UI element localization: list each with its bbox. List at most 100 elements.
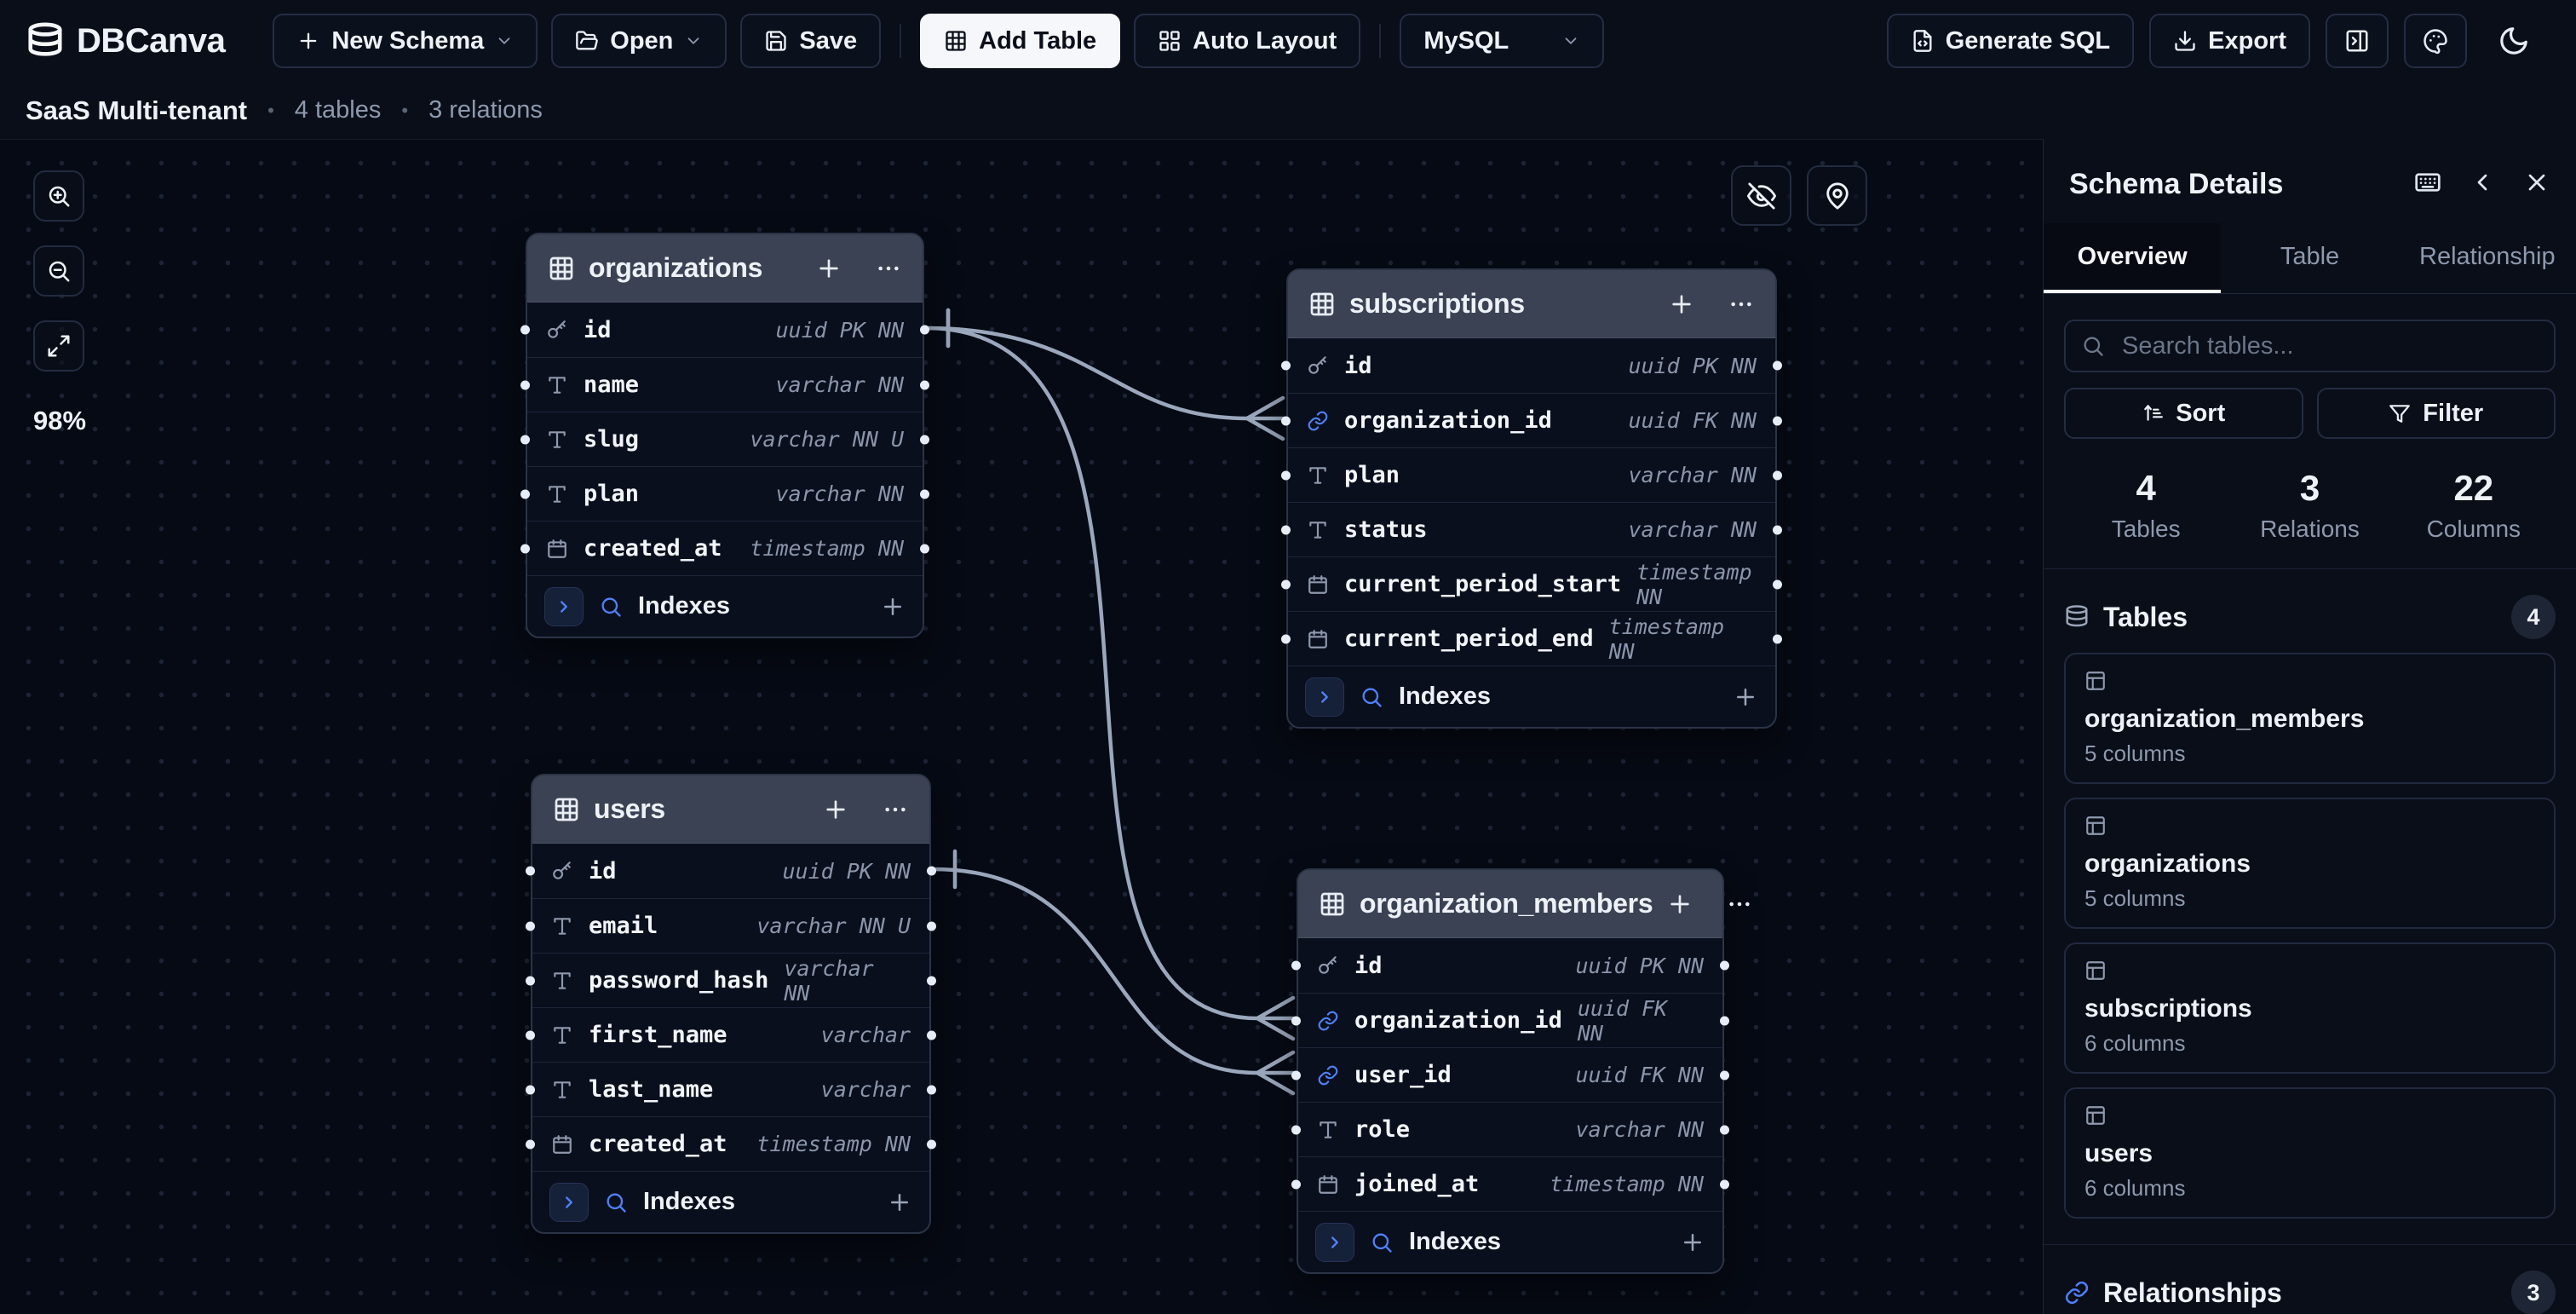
ellipsis-icon (1728, 291, 1755, 318)
table-header[interactable]: organizations (527, 234, 923, 303)
column-name: organization_id (1344, 407, 1552, 434)
add-index-button[interactable] (880, 594, 906, 620)
expand-indexes-button[interactable] (549, 1182, 589, 1222)
column-name: user_id (1354, 1062, 1452, 1088)
table-header[interactable]: users (532, 775, 929, 844)
chevron-down-icon (495, 32, 514, 50)
expand-indexes-button[interactable] (544, 586, 584, 626)
table-menu-button[interactable] (1726, 890, 1753, 918)
indexes-label: Indexes (1409, 1228, 1501, 1255)
zoom-in-button[interactable] (33, 170, 84, 222)
close-panel-button[interactable] (2523, 169, 2550, 200)
plus-icon (296, 29, 320, 53)
add-index-button[interactable] (887, 1190, 912, 1215)
search-tables-input[interactable] (2064, 320, 2556, 372)
column-row[interactable]: role varchar NN (1298, 1102, 1722, 1156)
open-button[interactable]: Open (551, 14, 727, 68)
add-column-button[interactable] (1666, 890, 1693, 918)
link-icon (1307, 410, 1329, 432)
table-header[interactable]: organization_members (1298, 870, 1750, 938)
indexes-row: Indexes (532, 1171, 929, 1232)
search-icon (2081, 334, 2105, 358)
theme-palette-button[interactable] (2404, 14, 2467, 68)
add-column-button[interactable] (822, 796, 849, 823)
expand-indexes-button[interactable] (1315, 1222, 1354, 1262)
ellipsis-icon (875, 255, 902, 282)
add-column-button[interactable] (1668, 291, 1695, 318)
add-column-button[interactable] (815, 255, 842, 282)
add-index-button[interactable] (1733, 684, 1758, 710)
type-icon (546, 429, 568, 451)
tab-overview[interactable]: Overview (2044, 223, 2222, 293)
auto-layout-button[interactable]: Auto Layout (1134, 14, 1361, 68)
edge-organizations-subscriptions[interactable] (923, 326, 1250, 421)
fit-view-button[interactable] (33, 320, 84, 372)
tab-relationship[interactable]: Relationship (2419, 242, 2556, 270)
table-menu-button[interactable] (882, 796, 909, 823)
key-icon (1317, 954, 1339, 977)
tab-table[interactable]: Table (2280, 242, 2340, 270)
column-name: created_at (589, 1131, 727, 1157)
export-button[interactable]: Export (2149, 14, 2310, 68)
column-name: role (1354, 1116, 1411, 1143)
table-menu-button[interactable] (1728, 291, 1755, 318)
generate-sql-button[interactable]: Generate SQL (1886, 14, 2135, 68)
panel-table-columns-count: 6 columns (2084, 1175, 2186, 1201)
keyboard-shortcuts-button[interactable] (2414, 169, 2441, 200)
filter-button[interactable]: Filter (2316, 388, 2556, 439)
dark-mode-toggle[interactable] (2482, 14, 2545, 68)
type-icon (1307, 519, 1329, 541)
sort-button[interactable]: Sort (2064, 388, 2303, 439)
save-button[interactable]: Save (740, 14, 882, 68)
add-table-button[interactable]: Add Table (920, 14, 1121, 68)
column-type: varchar NN (1575, 1117, 1704, 1142)
collapse-panel-button[interactable] (2469, 169, 2496, 200)
plus-icon (1666, 890, 1693, 918)
add-index-button[interactable] (1680, 1230, 1705, 1255)
edge-users-organization_members[interactable] (930, 867, 1260, 1075)
table-header[interactable]: subscriptions (1288, 270, 1775, 338)
database-engine-select[interactable]: MySQL (1400, 14, 1605, 68)
minimap-button[interactable] (1807, 165, 1867, 226)
edge-organizations-organization_members[interactable] (923, 326, 1260, 1021)
hide-details-button[interactable] (1731, 165, 1791, 226)
table-menu-button[interactable] (875, 255, 902, 282)
palette-icon (2423, 28, 2448, 54)
expand-indexes-button[interactable] (1305, 677, 1344, 717)
new-schema-button[interactable]: New Schema (273, 14, 538, 68)
toggle-panel-button[interactable] (2326, 14, 2389, 68)
zoom-out-button[interactable] (33, 245, 84, 297)
